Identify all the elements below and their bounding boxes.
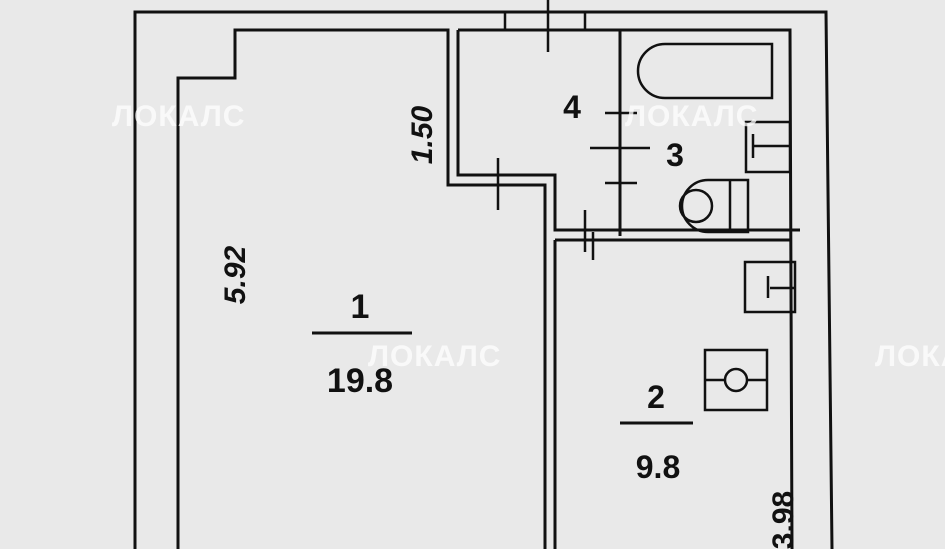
room-1-area: 19.8 (327, 362, 393, 400)
watermark: ЛОКАЛС (368, 340, 501, 373)
dimension-room1-length: 5.92 (219, 245, 252, 304)
watermark: ЛОКАЛС (875, 340, 945, 373)
walls (133, 0, 834, 549)
watermark: ЛОКАЛС (625, 100, 758, 133)
kitchen-sink (743, 260, 797, 314)
room-2-number: 2 (647, 379, 665, 415)
dimension-kitchen-length: 3.98 (767, 491, 800, 549)
stove (703, 348, 769, 412)
bathtub (636, 42, 774, 100)
room-4-number: 4 (563, 89, 581, 125)
room-1-number: 1 (351, 288, 370, 326)
watermark: ЛОКАЛС (112, 100, 245, 133)
room-3-number: 3 (666, 137, 684, 173)
toilet (678, 178, 750, 234)
room-2-area: 9.8 (636, 449, 680, 485)
dimension-hall-width: 1.50 (406, 105, 439, 164)
bathroom-sink (744, 120, 792, 174)
